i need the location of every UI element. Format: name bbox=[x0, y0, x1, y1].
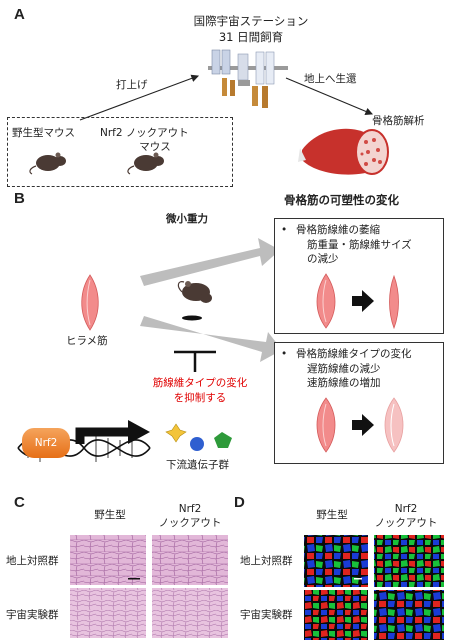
d-col-nrf2-ko-1: Nrf2 bbox=[394, 503, 418, 515]
fiber-type-line2: 遅筋線維の減少 bbox=[307, 363, 381, 375]
fl-image-wt-space bbox=[304, 590, 368, 640]
nrf2-badge: Nrf2 bbox=[22, 428, 70, 458]
return-label: 地上へ生還 bbox=[304, 73, 357, 85]
plasticity-title: 骨格筋の可塑性の変化 bbox=[284, 193, 399, 207]
nrf2-ko-mouse-label-2: マウス bbox=[139, 141, 171, 153]
inhibit-label-1: 筋線維タイプの変化 bbox=[152, 377, 248, 389]
station-title: 国際宇宙ステーション bbox=[193, 14, 309, 28]
c-row-space: 宇宙実験群 bbox=[6, 609, 59, 621]
mouse-group-box bbox=[7, 117, 233, 187]
downstream-genes-label: 下流遺伝子群 bbox=[166, 459, 229, 471]
microgravity-label: 微小重力 bbox=[166, 213, 208, 225]
fiber-type-title: 骨格筋線維タイプの変化 bbox=[296, 348, 412, 360]
fiber-type-bullet: • bbox=[281, 348, 288, 360]
he-image-ko-space bbox=[152, 588, 228, 638]
atrophy-title: 骨格筋線維の萎縮 bbox=[296, 224, 380, 236]
launch-label: 打上げ bbox=[116, 79, 148, 91]
d-row-space: 宇宙実験群 bbox=[240, 609, 293, 621]
d-col-nrf2-ko-2: ノックアウト bbox=[374, 517, 438, 529]
fl-image-wt-ground bbox=[304, 535, 368, 587]
fl-image-ko-space bbox=[374, 590, 444, 640]
analysis-label: 骨格筋解析 bbox=[372, 115, 425, 127]
panel-label-b: B bbox=[14, 190, 25, 207]
atrophy-box bbox=[274, 218, 444, 334]
c-row-ground: 地上対照群 bbox=[6, 555, 59, 567]
duration-label: 31 日間飼育 bbox=[218, 30, 284, 44]
atrophy-line3: の減少 bbox=[307, 253, 339, 265]
c-col-wild-type: 野生型 bbox=[94, 509, 126, 521]
d-row-ground: 地上対照群 bbox=[240, 555, 293, 567]
fl-image-ko-ground bbox=[374, 535, 444, 587]
panel-label-d: D bbox=[234, 494, 245, 511]
c-col-nrf2-ko-1: Nrf2 bbox=[178, 503, 202, 515]
he-image-wt-space bbox=[70, 588, 146, 638]
nrf2-ko-mouse-label-1: Nrf2 ノックアウト bbox=[100, 127, 189, 139]
panel-label-c: C bbox=[14, 494, 25, 511]
fiber-type-line3: 速筋線維の増加 bbox=[307, 377, 381, 389]
atrophy-bullet: • bbox=[281, 224, 288, 236]
he-image-wt-ground bbox=[70, 535, 146, 585]
he-image-ko-ground bbox=[152, 535, 228, 585]
atrophy-line2: 筋重量・筋線維サイズ bbox=[307, 239, 412, 251]
soleus-label: ヒラメ筋 bbox=[66, 335, 108, 347]
inhibit-label-2: を抑制する bbox=[173, 392, 227, 404]
c-col-nrf2-ko-2: ノックアウト bbox=[158, 517, 222, 529]
panel-label-a: A bbox=[14, 6, 25, 23]
wild-type-mouse-label: 野生型マウス bbox=[12, 127, 75, 139]
fiber-type-box bbox=[274, 342, 444, 464]
d-col-wild-type: 野生型 bbox=[316, 509, 348, 521]
